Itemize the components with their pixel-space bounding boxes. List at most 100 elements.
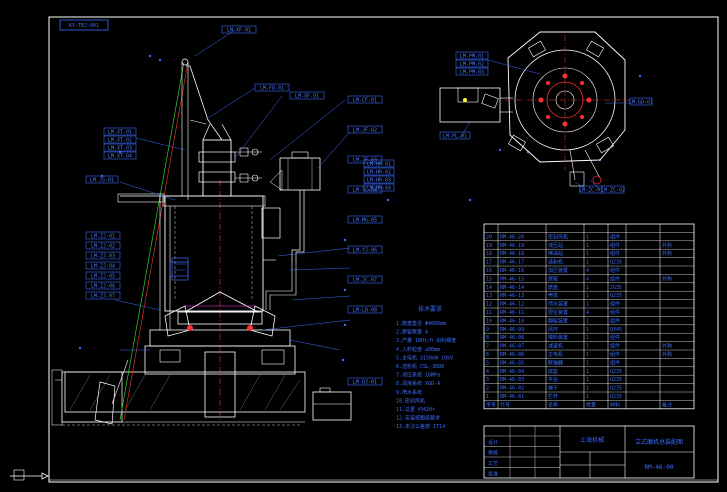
- parts-cell-no: 15: [486, 276, 492, 282]
- leader-dot: [638, 74, 642, 78]
- label-top-left-1-text: LM-XT-02: [108, 137, 132, 143]
- parts-cell-mat: Q235: [610, 394, 622, 400]
- parts-cell-code: RM-46-02: [500, 386, 524, 392]
- parts-cell-mat: 组件: [610, 250, 620, 257]
- parts-cell-qty: 1: [586, 344, 589, 350]
- label-left-6: LM-ZJ-07: [85, 291, 121, 300]
- foundation: [64, 371, 306, 413]
- leader-dot: [343, 288, 347, 292]
- parts-cell-no: 8: [486, 335, 489, 341]
- parts-cell-no: 3: [486, 377, 489, 383]
- parts-cell-qty: 1: [586, 394, 589, 400]
- leader-dot: [498, 148, 502, 152]
- parts-cell-qty: 1: [586, 293, 589, 299]
- label-motor: LM-DJ-01: [347, 377, 383, 386]
- parts-cell-code: RM-46-10: [500, 318, 524, 324]
- parts-cell-note: 外购: [662, 275, 672, 282]
- parts-cell-no: 4: [486, 369, 489, 375]
- parts-cell-qty: 4: [586, 276, 589, 282]
- label-top-left-0-text: LM-XT-01: [108, 129, 132, 135]
- label-right-cluster-3-text: LM-HR-04: [367, 185, 391, 191]
- parts-cell-mat: 组件: [610, 301, 620, 308]
- parts-cell-name: 翻辊装置: [548, 317, 568, 324]
- label-left-1: LM-ZJ-02: [85, 241, 121, 249]
- parts-cell-note: 外购: [662, 250, 672, 257]
- parts-cell-name: 壳体: [548, 292, 558, 299]
- parts-cell-name: 稀油站: [548, 250, 563, 257]
- label-motor-text: LM-DJ-01: [353, 379, 377, 385]
- parts-cell-code: RM-46-18: [500, 251, 524, 257]
- label-pipe-top2: LM-XF-01: [289, 91, 325, 99]
- title-block-drawing-title: 立式磨机总装配图: [635, 438, 683, 446]
- parts-cell-no: 2: [486, 386, 489, 392]
- parts-cell-name: 风环: [548, 327, 558, 333]
- sign-row: 审核: [488, 450, 498, 457]
- plan-view: [439, 31, 630, 187]
- notes-row: 8.润滑系统 XGD-A: [396, 380, 440, 387]
- label-top-center-text: LM-XF-01: [227, 27, 251, 33]
- parts-cell-note: 外购: [662, 242, 672, 249]
- parts-cell-qty: 1: [586, 369, 589, 375]
- label-left-2-text: LM-ZJ-03: [91, 253, 115, 259]
- parts-cell-name: 底座: [548, 368, 558, 375]
- plan-hopper: [439, 87, 501, 123]
- plan-leaders: [459, 59, 630, 191]
- label-right-6: LM-JC-07: [347, 275, 383, 284]
- elevation-view: [51, 58, 352, 426]
- parts-cell-mat: 组件: [610, 309, 620, 316]
- label-left-2: LM-ZJ-03: [85, 251, 121, 260]
- hot-gas-duct: [279, 157, 321, 191]
- notes-row: 1.磨盘直径 Φ4600mm: [396, 320, 446, 327]
- ladder-rail-green: [119, 61, 185, 421]
- parts-cell-qty: 1: [586, 260, 589, 266]
- elevation-labels: LM-XT-01LM-XT-02LM-XT-03LM-XT-04LM-ZJ-01…: [78, 25, 653, 386]
- label-left-6-text: LM-ZJ-07: [91, 293, 115, 299]
- leader-dot: [468, 198, 472, 202]
- parts-cell-name: 联轴器: [548, 359, 563, 366]
- parts-cell-code: RM-46-19: [500, 243, 524, 249]
- leader-dot: [343, 323, 347, 327]
- parts-cell-qty: 1: [586, 234, 589, 240]
- parts-cell-no: 9: [486, 327, 489, 333]
- label-right-cluster-2: LM-HR-03: [363, 175, 395, 183]
- parts-cell-qty: 1: [586, 335, 589, 341]
- parts-cell-name: 减速机: [548, 343, 563, 350]
- parts-cell-name: 液压站: [548, 242, 563, 249]
- parts-cell-name: 梯子: [548, 385, 558, 392]
- label-right-6-text: LM-JC-07: [353, 277, 377, 283]
- parts-cell-qty: 1: [586, 386, 589, 392]
- separator-column: [202, 139, 232, 197]
- parts-cell-code: RM-46-04: [500, 369, 524, 375]
- ucs-icon: [10, 469, 49, 481]
- notes-row: 11.总重 约420t: [396, 406, 435, 413]
- label-left-4: LM-ZJ-05: [85, 271, 121, 280]
- leader-dot: [78, 346, 82, 350]
- label-plan-bottom-1-text: LM-ZC-02: [601, 187, 625, 193]
- label-right-1: LM-JF-02: [347, 125, 383, 133]
- parts-cell-qty: 1: [586, 327, 589, 333]
- parts-cell-mat: 组件: [610, 233, 620, 240]
- sign-row: 设计: [488, 439, 498, 446]
- parts-cell-no: 7: [486, 344, 489, 350]
- label-left-0-text: LM-ZJ-01: [91, 233, 115, 239]
- parts-cell-name: 磨辊: [548, 275, 558, 282]
- parts-cell-mat: 组件: [610, 334, 620, 341]
- ladder-rail-red: [123, 61, 189, 421]
- label-right-7-text: LM-LB-08: [353, 307, 377, 313]
- parts-cell-code: RM-46-17: [500, 260, 524, 266]
- parts-cell-mat: ZG35: [610, 285, 622, 291]
- parts-cell-name: 主电机: [548, 351, 563, 358]
- label-right-4: LM-MG-05: [347, 215, 383, 223]
- parts-cell-no: 12: [486, 302, 492, 308]
- parts-cell-code: RM-46-01: [500, 394, 524, 400]
- label-left-1-text: LM-ZJ-02: [91, 243, 115, 249]
- parts-header-qty: 数量: [586, 401, 596, 408]
- parts-cell-no: 20: [486, 234, 492, 240]
- parts-cell-mat: 组件: [610, 359, 620, 366]
- leader-lines: [114, 29, 351, 351]
- notes-row: 13.未注公差按 IT14: [396, 423, 445, 430]
- leader-dot: [386, 198, 390, 202]
